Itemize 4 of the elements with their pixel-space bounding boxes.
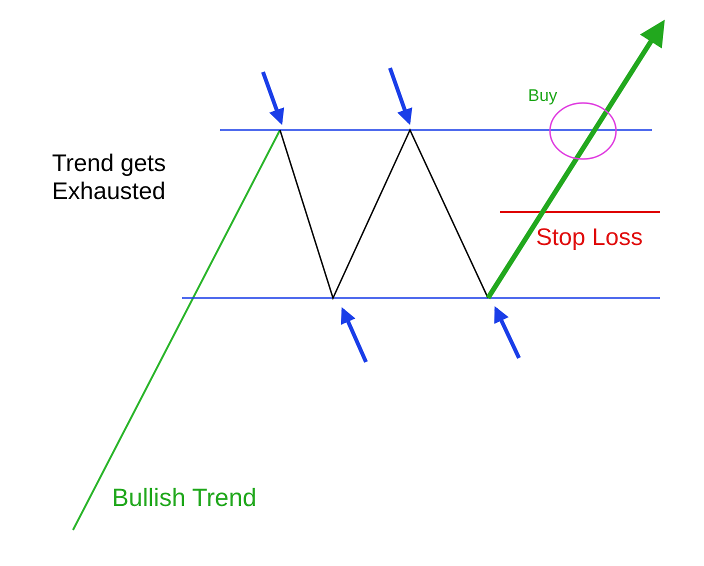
- buy-label: Buy: [528, 86, 558, 106]
- pattern-note: Trend gets Exhausted: [52, 150, 167, 206]
- stop-loss-label: Stop Loss: [536, 224, 643, 252]
- trend-label: Bullish Trend: [112, 484, 257, 513]
